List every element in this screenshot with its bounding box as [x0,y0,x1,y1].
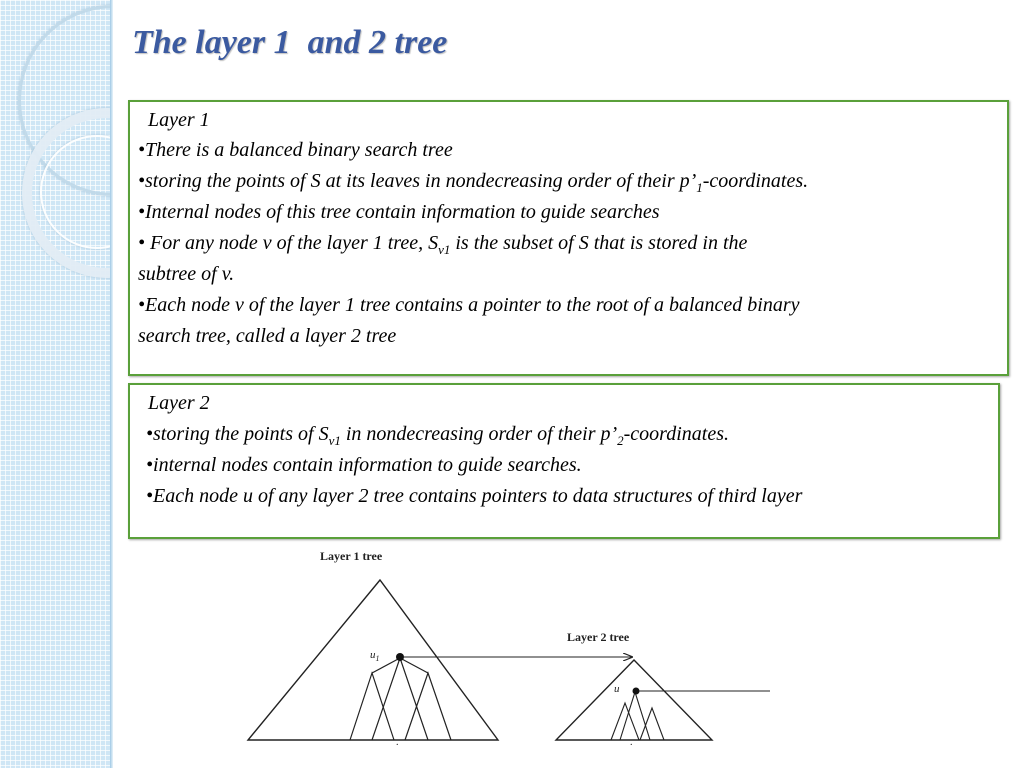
bullet-text: internal nodes contain information to gu… [153,454,582,476]
side-decoration [0,0,113,768]
bullet: • [146,454,154,476]
bullet-text: There is a balanced binary search tree [145,139,453,161]
bullet-text: Each node u of any layer 2 tree contains… [153,485,803,507]
subscript: 1 [696,180,703,195]
node-label-subscript: 1 [376,654,380,663]
subtree-link [371,657,401,674]
layer2-bullet-2: •internal nodes contain information to g… [146,450,582,481]
bullet-text: is the subset of S that is stored in the [450,232,748,254]
subtree-link [399,657,429,674]
node-u-label: u [614,683,620,695]
bullet: • [146,485,154,507]
layer2-tree-label: Layer 2 tree [567,630,630,644]
layer1-tree-label: Layer 1 tree [320,549,383,563]
bullet: • [138,139,146,161]
side-edge [110,0,113,768]
node-u1 [396,653,404,661]
bullet: • [138,201,146,223]
layer1-bullet-5: •Each node v of the layer 1 tree contain… [138,290,800,321]
layer2-bullet-3: •Each node u of any layer 2 tree contain… [146,481,802,512]
bullet-text: storing the points of S at its leaves in… [145,170,697,192]
node-label-text: u [370,649,376,661]
layer1-bullet-5-cont: search tree, called a layer 2 tree [138,325,397,347]
leaf-dot: . [396,737,399,748]
subscript: 2 [617,433,624,448]
layer2-bullet-1: •storing the points of Sv1 in nondecreas… [146,419,729,456]
layer1-bullet-3: •Internal nodes of this tree contain inf… [138,197,660,228]
bullet: • [138,170,146,192]
subtree-right [639,706,665,741]
subtree-left [610,701,640,741]
bullet-text: -coordinates. [702,170,809,192]
bullet: • [138,294,146,316]
tree-diagram: Layer 1 tree u1 . Layer 2 tree u . [246,549,770,748]
layer2-box: Layer 2 •storing the points of Sv1 in no… [128,383,1000,539]
layer2-heading: Layer 2 [148,392,210,414]
subtree-middle [619,690,651,741]
bullet-text: in nondecreasing order of their p’ [340,423,618,445]
bullet-text: -coordinates. [623,423,729,445]
layer2-tree-triangle [554,658,714,741]
subtree-left [349,671,395,741]
bullet: • [138,232,146,254]
layer1-box: Layer 1 •There is a balanced binary sear… [128,100,1009,376]
bullet: • [146,423,154,445]
slide-title: The layer 1 and 2 tree [132,24,448,61]
subtree-right [404,671,452,741]
bullet-text: For any node v of the layer 1 tree, S [145,232,439,254]
layer1-heading: Layer 1 [148,109,210,131]
layer1-bullet-2: •storing the points of S at its leaves i… [138,166,808,203]
subscript: v1 [438,242,451,257]
layer1-bullet-4: • For any node v of the layer 1 tree, Sv… [138,228,747,265]
bullet-text: storing the points of S [153,423,329,445]
leaf-dot: . [630,737,633,748]
node-u [632,687,640,695]
subscript: v1 [328,433,341,448]
layer1-bullet-4-cont: subtree of v. [138,263,235,285]
layer1-bullet-1: •There is a balanced binary search tree [138,135,453,166]
node-u1-label: u1 [370,649,380,663]
bullet-text: Each node v of the layer 1 tree contains… [145,294,800,316]
bullet-text: Internal nodes of this tree contain info… [145,201,660,223]
layer1-tree-triangle [246,578,500,741]
